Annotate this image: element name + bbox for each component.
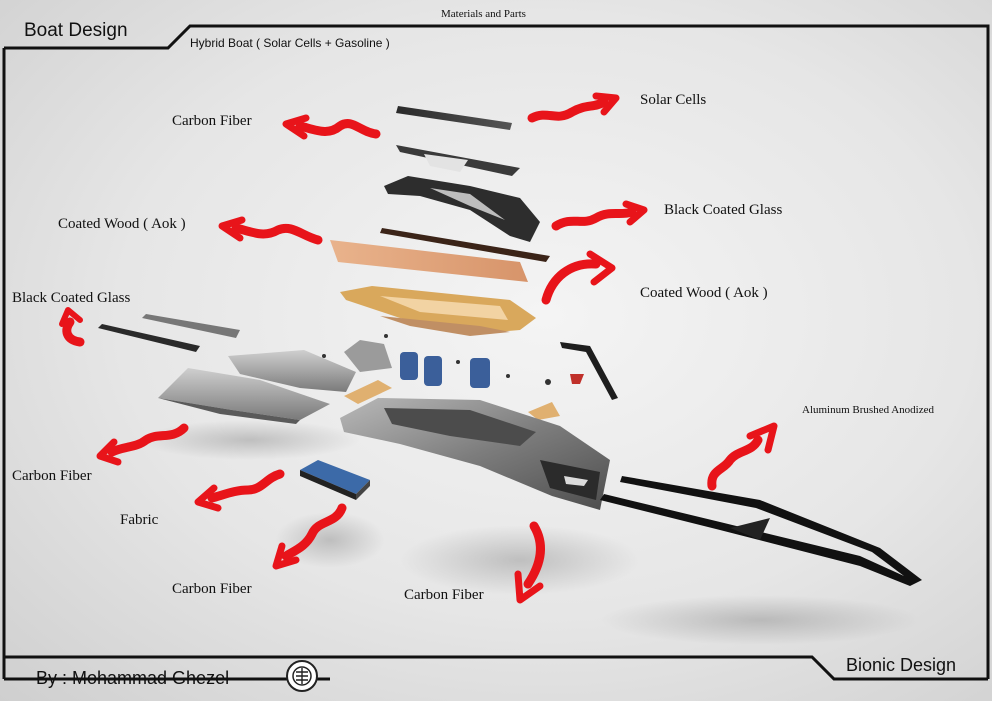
- university-seal-icon: [286, 660, 318, 692]
- arrow-black-glass-left-icon: [59, 307, 85, 347]
- main-hull: [340, 398, 610, 510]
- wood-panel-part: [330, 240, 528, 282]
- solar-roof-part: [396, 106, 512, 130]
- cabin-glass-part: [384, 176, 540, 242]
- arrow-solar-cells-icon: [527, 92, 620, 123]
- author-credit: By : Mohammad Ghezel: [36, 668, 230, 688]
- aluminum-rail: [600, 476, 922, 586]
- arrow-carbon-fiber-left-icon: [96, 423, 189, 466]
- arrow-coated-wood-right-icon: [541, 250, 616, 305]
- arrow-carbon-fiber-top-icon: [282, 114, 381, 140]
- arrow-coated-wood-left-icon: [218, 216, 323, 245]
- windshield-strip: [560, 342, 618, 400]
- label-carbon-fiber-top: Carbon Fiber: [172, 113, 252, 129]
- cockpit-details: [322, 334, 584, 420]
- page-title: Boat Design: [24, 20, 128, 41]
- label-solar-cells: Solar Cells: [640, 92, 707, 108]
- label-carbon-fiber-bottom-center: Carbon Fiber: [404, 587, 484, 603]
- brand-name: Bionic Design: [846, 655, 957, 675]
- page-frame: [2, 24, 990, 681]
- arrow-carbon-fiber-bottom-center-icon: [514, 521, 545, 604]
- label-black-glass-right: Black Coated Glass: [664, 202, 783, 218]
- wood-trim-strip: [380, 228, 550, 262]
- fabric-solar-box: [300, 460, 370, 500]
- arrow-aluminum-icon: [707, 422, 778, 491]
- label-black-glass-left: Black Coated Glass: [12, 290, 131, 306]
- arrows: [59, 92, 778, 604]
- deck-floor-part: [340, 286, 536, 336]
- arrow-carbon-fiber-bottom-left-icon: [272, 503, 347, 570]
- section-title: Materials and Parts: [441, 8, 526, 20]
- label-coated-wood-right: Coated Wood ( Aok ): [640, 285, 768, 301]
- label-aluminum: Aluminum Brushed Anodized: [802, 404, 934, 416]
- arrow-fabric-icon: [194, 469, 285, 512]
- hull-side-panels: [158, 350, 356, 424]
- label-fabric: Fabric: [120, 512, 159, 528]
- arrow-black-glass-right-icon: [551, 200, 648, 231]
- page-subtitle: Hybrid Boat ( Solar Cells + Gasoline ): [190, 36, 390, 50]
- label-coated-wood-left: Coated Wood ( Aok ): [58, 216, 186, 232]
- ground-shadows: [140, 420, 920, 645]
- roof-frame-part: [396, 145, 520, 176]
- label-carbon-fiber-left: Carbon Fiber: [12, 468, 92, 484]
- label-carbon-fiber-bottom-left: Carbon Fiber: [172, 581, 252, 597]
- left-glass-strips: [98, 314, 240, 352]
